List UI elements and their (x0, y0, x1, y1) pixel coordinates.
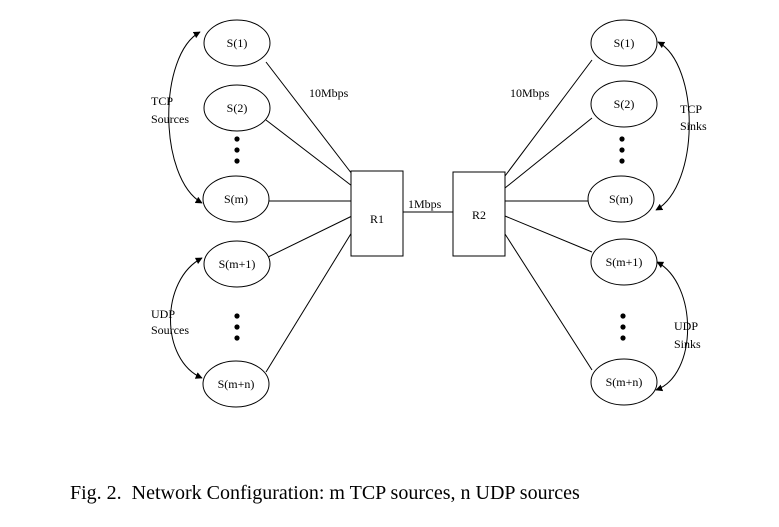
udp-sources-label-line-2: Sources (151, 323, 189, 337)
ellipsis-dots-right-udp (620, 313, 626, 341)
node-label: S(m) (609, 192, 633, 206)
link-left-m1 (265, 215, 353, 259)
link-right-mn (504, 233, 593, 371)
udp-sinks-label: UDP Sinks (674, 319, 701, 351)
router-r1-label: R1 (370, 212, 384, 226)
right-node-m1: S(m+1) (590, 238, 658, 286)
tcp-sinks-label-line-1: TCP (680, 102, 702, 116)
udp-sources-label: UDP Sources (151, 307, 189, 337)
left-node-1: S(1) (203, 19, 271, 67)
node-label: S(m+n) (218, 377, 255, 391)
node-label: S(2) (614, 97, 635, 111)
left-links (265, 61, 353, 373)
udp-sinks-label-line-2: Sinks (674, 337, 701, 351)
node-label: S(m+n) (606, 375, 643, 389)
bottleneck-bandwidth-label: 1Mbps (408, 197, 442, 211)
node-label: S(m+1) (606, 255, 643, 269)
right-node-1: S(1) (590, 19, 658, 67)
router-r1 (350, 170, 404, 257)
link-left-2 (265, 119, 353, 187)
udp-sinks-label-line-1: UDP (674, 319, 698, 333)
right-node-mn: S(m+n) (590, 358, 658, 406)
tcp-sources-label-line-1: TCP (151, 94, 173, 108)
router-r2-label: R2 (472, 208, 486, 222)
ellipsis-dots-right-tcp (619, 136, 625, 164)
node-label: S(1) (227, 36, 248, 50)
node-ellipse (202, 175, 270, 223)
tcp-sinks-label-line-2: Sinks (680, 119, 707, 133)
node-label: S(1) (614, 36, 635, 50)
link-left-mn (265, 231, 353, 373)
node-ellipse (203, 19, 271, 67)
left-node-m: S(m) (202, 175, 270, 223)
node-ellipse (203, 84, 271, 132)
link-left-1 (265, 61, 353, 175)
tcp-sources-arrow (168, 31, 203, 204)
link-right-1 (504, 59, 593, 177)
left-node-mn: S(m+n) (202, 360, 270, 408)
tcp-sinks-label: TCP Sinks (680, 102, 707, 133)
node-ellipse (587, 175, 655, 223)
tcp-sinks-arrow (655, 41, 690, 211)
udp-sources-label-line-1: UDP (151, 307, 175, 321)
ellipsis-dots-left-udp (234, 313, 240, 341)
router-r2 (452, 171, 506, 257)
left-node-m1: S(m+1) (203, 240, 271, 288)
node-ellipse (202, 360, 270, 408)
tcp-sources-label-line-2: Sources (151, 112, 189, 126)
udp-sinks-arrow (655, 261, 689, 392)
right-links (504, 59, 593, 371)
ellipsis-dots-left-tcp (234, 136, 240, 164)
node-label: S(m) (224, 192, 248, 206)
right-node-m: S(m) (587, 175, 655, 223)
link-right-m1 (504, 215, 593, 253)
left-node-2: S(2) (203, 84, 271, 132)
node-ellipse (203, 240, 271, 288)
node-label: S(2) (227, 101, 248, 115)
tcp-sources-label: TCP Sources (151, 94, 189, 126)
udp-sources-arrow (170, 257, 203, 379)
right-access-bandwidth-label: 10Mbps (510, 86, 550, 100)
right-node-2: S(2) (590, 80, 658, 128)
node-label: S(m+1) (219, 257, 256, 271)
link-right-2 (504, 117, 593, 189)
figure-caption: Fig. 2. Network Configuration: m TCP sou… (70, 482, 580, 504)
left-access-bandwidth-label: 10Mbps (309, 86, 349, 100)
